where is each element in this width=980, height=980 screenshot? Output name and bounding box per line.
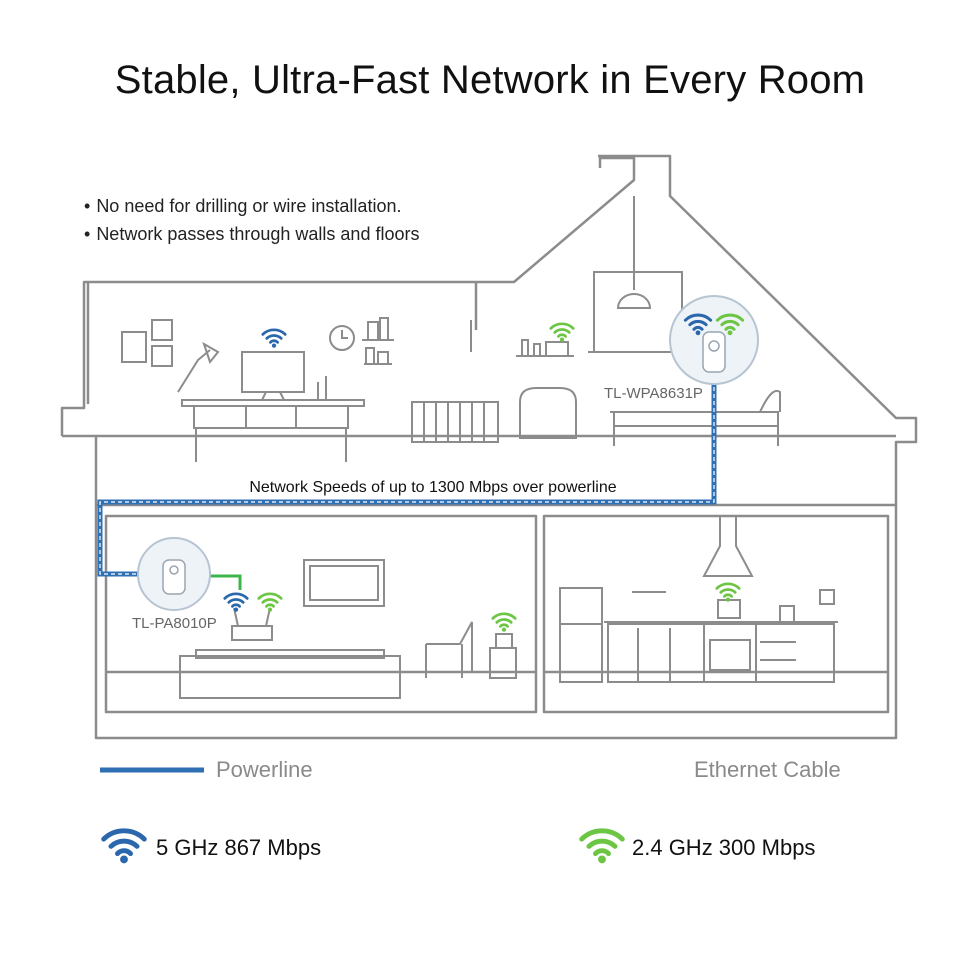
desk-lamp	[177, 341, 220, 393]
kitchen-cabinets	[607, 623, 835, 683]
window	[593, 271, 683, 353]
wall-tv	[303, 559, 385, 607]
page-title: Stable, Ultra-Fast Network in Every Room	[114, 58, 866, 102]
wifi-24ghz-icon	[549, 322, 575, 343]
desktop-monitor	[241, 351, 305, 393]
wifi-24ghz-icon	[715, 582, 741, 603]
wall-frame	[121, 331, 147, 363]
sofa	[179, 655, 401, 699]
living-room	[179, 559, 517, 699]
powerline-adapter-device	[702, 331, 726, 373]
legend-powerline-label: Powerline	[216, 757, 313, 782]
ceiling-lamp	[616, 293, 652, 309]
toaster	[717, 599, 741, 619]
adapter-downstairs-bubble	[137, 537, 211, 611]
house-outline	[60, 154, 918, 740]
side-chair	[425, 621, 473, 678]
kettle	[779, 605, 795, 623]
feature-bullets: No need for drilling or wire installatio…	[84, 192, 419, 248]
wifi-24ghz-icon	[491, 612, 517, 633]
wifi-24ghz-legend-icon	[582, 831, 623, 863]
wall-frame	[151, 345, 173, 367]
side-table	[489, 647, 517, 679]
legend-ethernet-label: Ethernet Cable	[694, 757, 841, 782]
powerline-cable	[97, 380, 717, 577]
bed	[610, 411, 779, 446]
wifi-5ghz-icon	[261, 328, 287, 349]
crib	[411, 401, 499, 443]
wall-frame	[151, 319, 173, 341]
armchair	[519, 387, 577, 439]
wifi-24ghz-icon	[257, 592, 283, 613]
adapter-upstairs-bubble	[669, 295, 759, 385]
wall-clock	[329, 325, 355, 351]
powerline-speed-caption: Network Speeds of up to 1300 Mbps over p…	[249, 479, 616, 496]
legend-24ghz-label: 2.4 GHz 300 Mbps	[632, 835, 816, 860]
range-hood	[702, 516, 754, 577]
fridge	[559, 587, 603, 683]
upstairs-room	[121, 196, 781, 462]
ethernet-cable-link	[206, 574, 242, 590]
wifi-5ghz-legend-icon	[104, 831, 145, 863]
router	[231, 625, 273, 641]
device-label-downstairs: TL-PA8010P	[132, 615, 217, 632]
powerline-adapter-device	[162, 559, 186, 595]
wall-socket	[819, 589, 835, 605]
oven	[709, 639, 751, 671]
legend-5ghz-label: 5 GHz 867 Mbps	[156, 835, 322, 860]
wifi-5ghz-icon	[223, 592, 249, 613]
device-label-upstairs: TL-WPA8631P	[604, 385, 703, 402]
kitchen	[559, 516, 838, 683]
bullet-no-drilling: No need for drilling or wire installatio…	[84, 192, 419, 220]
bullet-through-walls: Network passes through walls and floors	[84, 220, 419, 248]
